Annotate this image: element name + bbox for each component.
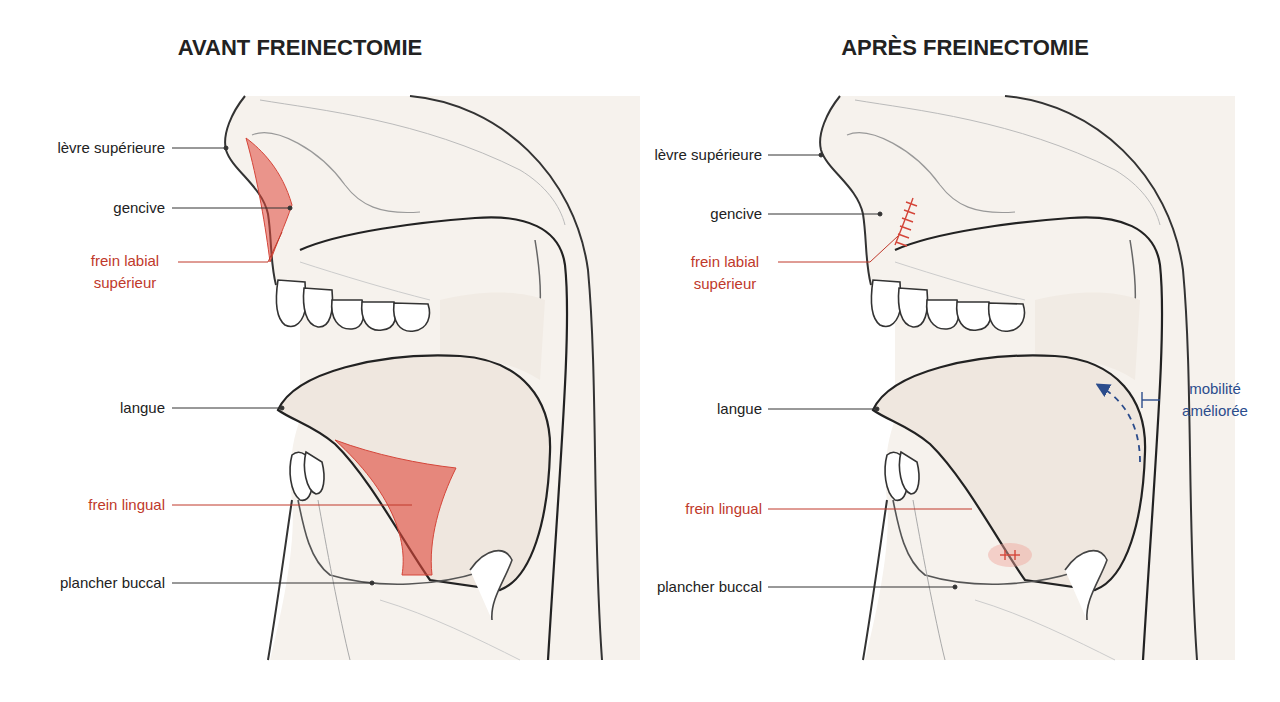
part-label: gencive — [15, 199, 165, 217]
part-label: plancher buccal — [612, 578, 762, 596]
part-label: lèvre supérieure — [15, 139, 165, 157]
leader-lines-after-red — [768, 236, 972, 509]
head-section-before — [225, 96, 640, 660]
frenum-label: frein labial supérieur — [75, 250, 175, 294]
frenum-label: frein lingual — [15, 496, 165, 514]
frenum-label: frein lingual — [612, 500, 762, 518]
leader-lines-before-red — [172, 232, 412, 505]
suture-gum — [895, 198, 917, 246]
mobility-arrow — [1098, 385, 1140, 462]
healed-frenum-site — [988, 543, 1032, 567]
suture-floor — [1000, 550, 1020, 560]
frenum-label: frein labial supérieur — [675, 251, 775, 295]
panel-title: APRÈS FREINECTOMIE — [765, 34, 1165, 62]
leader-lines-before — [172, 146, 374, 585]
part-label: lèvre supérieure — [612, 146, 762, 164]
part-label: langue — [612, 400, 762, 418]
head-section-after — [820, 96, 1235, 660]
lingual-frenum — [335, 440, 456, 575]
labial-frenum — [246, 138, 292, 262]
mobility-bracket — [1142, 392, 1160, 408]
part-label: langue — [15, 399, 165, 417]
part-label: gencive — [612, 205, 762, 223]
panel-title: AVANT FREINECTOMIE — [100, 34, 500, 62]
part-label: plancher buccal — [15, 574, 165, 592]
leader-lines-after — [768, 153, 957, 589]
annotation-label: mobilité améliorée — [1165, 378, 1265, 422]
